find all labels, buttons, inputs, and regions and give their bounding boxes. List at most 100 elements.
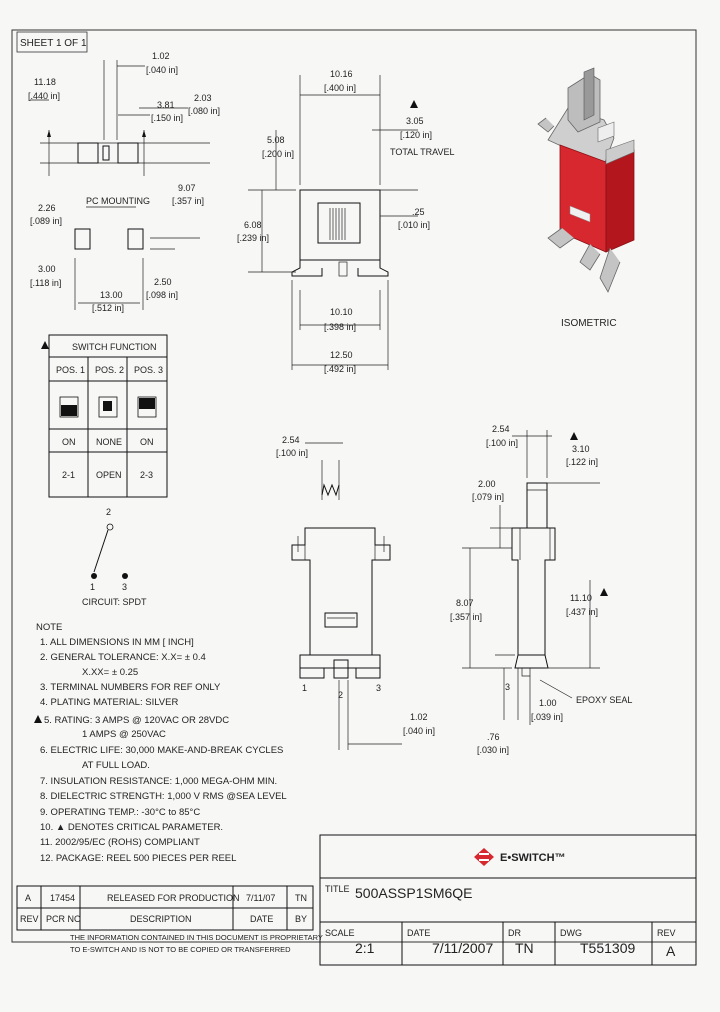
svg-text:[.100 in]: [.100 in] [486,438,518,448]
dim-1.00: 1.00 [.039 in] [531,698,563,722]
svg-text:13.00: 13.00 [100,290,123,300]
front-view [248,75,418,370]
dim-3.10: 3.10 [.122 in] [566,432,598,467]
sheet-border [11,29,697,943]
svg-text:ISOMETRIC: ISOMETRIC [561,318,617,329]
svg-text:11.10: 11.10 [570,593,592,603]
pos1-slider [59,396,79,418]
critical-marker [34,715,42,723]
svg-text:[.492 in]: [.492 in] [324,364,356,374]
svg-text:1.02: 1.02 [152,51,170,61]
svg-text:TITLE: TITLE [325,884,350,894]
svg-text:[.122 in]: [.122 in] [566,457,598,467]
switch-function-table: SWITCH FUNCTION POS. 1 POS. 2 POS. 3 ON … [41,334,168,498]
svg-text:[.098 in]: [.098 in] [146,290,178,300]
svg-text:NONE: NONE [96,437,122,447]
svg-text:6.08: 6.08 [244,220,262,230]
svg-text:EPOXY SEAL: EPOXY SEAL [576,695,632,705]
title-block: E•SWITCH™ TITLE 500ASSP1SM6QE SCALE 2:1 … [319,834,697,966]
svg-text:[.089 in]: [.089 in] [30,216,62,226]
svg-text:ON: ON [62,437,76,447]
svg-text:REV: REV [20,914,39,924]
dim-2.54-left: 2.54 [.100 in] [276,435,308,458]
note-6: 6. ELECTRIC LIFE: 30,000 MAKE-AND-BREAK … [40,745,283,756]
svg-text:1: 1 [90,582,95,592]
sheet-label: SHEET 1 OF 1 [20,38,87,49]
svg-text:3.81: 3.81 [157,100,175,110]
svg-text:[.039 in]: [.039 in] [531,712,563,722]
critical-marker [570,432,578,440]
svg-text:2.54: 2.54 [492,424,510,434]
dim-3.00: 3.00 [.118 in] [30,264,61,288]
svg-text:TN: TN [295,893,307,903]
svg-text:7/11/2007: 7/11/2007 [432,940,493,956]
svg-text:PC MOUNTING: PC MOUNTING [86,196,150,206]
notes-heading: NOTE [36,622,62,633]
dim-1.02-top: 1.02 [.040 in] [146,51,178,75]
note-9: 9. OPERATING TEMP.: -30°C to 85°C [40,807,200,818]
svg-text:3: 3 [122,582,127,592]
svg-text:2.00: 2.00 [478,479,496,489]
svg-text:BY: BY [295,914,307,924]
svg-text:2-3: 2-3 [140,470,153,480]
note-4: 4. PLATING MATERIAL: SILVER [40,697,178,708]
svg-text:OPEN: OPEN [96,470,122,480]
note-5: 5. RATING: 3 AMPS @ 120VAC OR 28VDC [44,715,229,726]
svg-text:[.120 in]: [.120 in] [400,130,432,140]
svg-text:RELEASED FOR PRODUCTION: RELEASED FOR PRODUCTION [107,893,240,903]
note-1: 1. ALL DIMENSIONS IN MM [ INCH] [40,637,194,648]
svg-text:POS. 3: POS. 3 [134,365,163,375]
revision-block: A 17454 RELEASED FOR PRODUCTION 7/11/07 … [16,885,323,954]
svg-text:DATE: DATE [407,928,430,938]
svg-text:2.54: 2.54 [282,435,300,445]
svg-text:2.03: 2.03 [194,93,212,103]
svg-text:9.07: 9.07 [178,183,196,193]
svg-text:PCR NO: PCR NO [46,914,81,924]
svg-text:[.100 in]: [.100 in] [276,448,308,458]
pos2-slider [98,396,118,418]
dim-5.08: 5.08 [.200 in] [262,135,294,159]
dim-2.00: 2.00 [.079 in] [472,479,504,502]
dim-10.10: 10.10 [.398 in] [324,307,356,332]
dim-11.18: 11.18 [.440 in] [28,77,60,101]
note-12: 12. PACKAGE: REEL 500 PIECES PER REEL [40,853,236,864]
svg-text:[.079 in]: [.079 in] [472,492,504,502]
dim-6.08: 6.08 [.239 in] [237,220,269,243]
svg-text:A: A [25,893,31,903]
svg-text:3.00: 3.00 [38,264,56,274]
dim-1.02-bottom: 1.02 [.040 in] [403,712,435,736]
epoxy-seal-callout: EPOXY SEAL [576,695,632,705]
dim-10.16: 10.16 [.400 in] [324,69,356,93]
svg-text:DESCRIPTION: DESCRIPTION [130,914,192,924]
svg-text:[.010 in]: [.010 in] [398,220,430,230]
svg-text:A: A [666,943,676,959]
svg-text:[.440 in]: [.440 in] [28,91,60,101]
top-left-side-view [30,60,210,176]
svg-text:ON: ON [140,437,154,447]
svg-text:POS. 1: POS. 1 [56,365,85,375]
svg-text:[.512 in]: [.512 in] [92,303,124,313]
svg-text:2: 2 [338,690,343,700]
svg-text:2.26: 2.26 [38,203,56,213]
dim-2.26: 2.26 [.089 in] [30,203,62,226]
svg-text:POS. 2: POS. 2 [95,365,124,375]
critical-marker [410,100,418,108]
proprietary-line-1: THE INFORMATION CONTAINED IN THIS DOCUME… [70,933,323,942]
note-5b: 1 AMPS @ 250VAC [82,729,166,740]
svg-text:1: 1 [302,683,307,693]
dim-13.00: 13.00 [.512 in] [92,290,124,313]
end-view: 3 [462,430,600,725]
svg-text:[.030 in]: [.030 in] [477,745,509,755]
svg-text:2:1: 2:1 [355,940,375,956]
svg-text:5.08: 5.08 [267,135,285,145]
svg-text:TN: TN [515,940,534,956]
svg-text:1.00: 1.00 [539,698,557,708]
svg-text:[.200 in]: [.200 in] [262,149,294,159]
svg-text:.25: .25 [412,207,425,217]
svg-text:11.18: 11.18 [34,77,56,87]
proprietary-line-2: TO E-SWITCH AND IS NOT TO BE COPIED OR T… [70,945,291,954]
note-11: 11. 2002/95/EC (ROHS) COMPLIANT [40,837,200,848]
note-7: 7. INSULATION RESISTANCE: 1,000 MEGA-OHM… [40,776,277,787]
svg-text:2: 2 [106,507,111,517]
